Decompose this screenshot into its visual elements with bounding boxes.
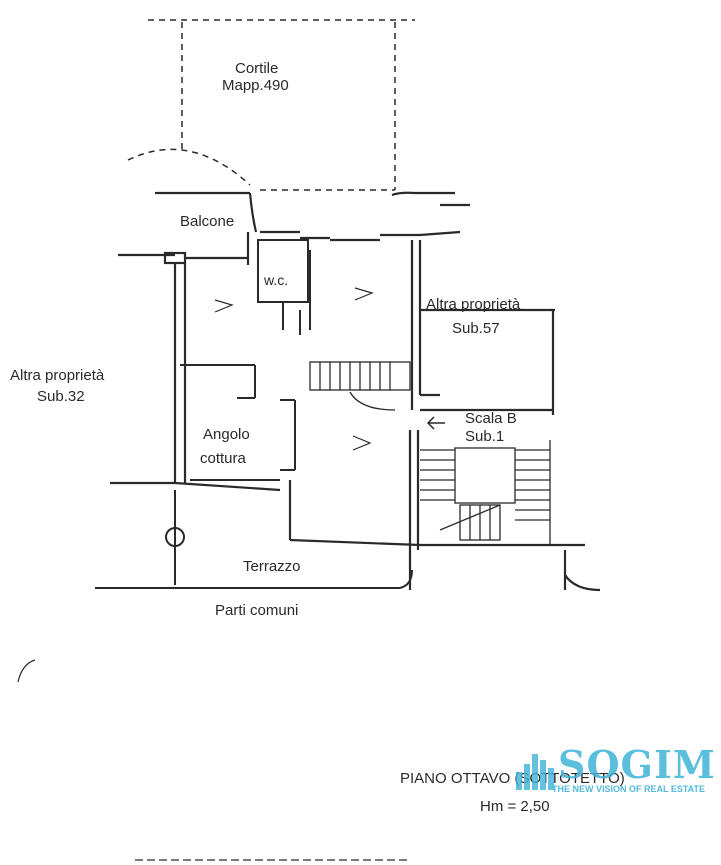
logo-tagline: THE NEW VISION OF REAL ESTATE <box>552 784 706 794</box>
label-altra-proprieta-right: Altra proprietà <box>426 296 521 313</box>
label-sub32: Sub.32 <box>37 388 85 405</box>
label-piano: PIANO OTTAVO (SOTTOTETTO) <box>400 770 625 787</box>
label-parti-comuni: Parti comuni <box>215 602 299 619</box>
common-stair <box>420 440 551 545</box>
logo-name: SOGIM <box>558 742 716 787</box>
label-terrazzo: Terrazzo <box>243 558 301 575</box>
scan-marks <box>17 659 410 861</box>
entrance-arrow <box>426 416 445 430</box>
exterior-walls <box>110 191 601 592</box>
label-sub1: Sub.1 <box>465 428 505 445</box>
label-mapp: Mapp.490 <box>222 77 289 94</box>
label-sub57: Sub.57 <box>452 320 500 337</box>
slope-arrows <box>214 287 374 451</box>
label-altra-proprieta-left: Altra proprietà <box>10 367 105 384</box>
internal-stair <box>309 361 411 411</box>
interior-walls <box>180 239 311 481</box>
label-balcone: Balcone <box>180 213 235 230</box>
building-bars-icon <box>516 754 554 790</box>
sogim-logo: SOGIM THE NEW VISION OF REAL ESTATE <box>510 742 715 802</box>
label-cottura: cottura <box>200 450 246 467</box>
label-cortile: Cortile <box>235 60 279 77</box>
label-angolo: Angolo <box>203 426 250 443</box>
label-wc: w.c. <box>264 272 289 288</box>
label-scala-b: Scala B <box>465 410 517 427</box>
courtyard-outline <box>127 19 415 191</box>
terrace-outline <box>95 490 413 589</box>
label-hm: Hm = 2,50 <box>480 798 550 815</box>
